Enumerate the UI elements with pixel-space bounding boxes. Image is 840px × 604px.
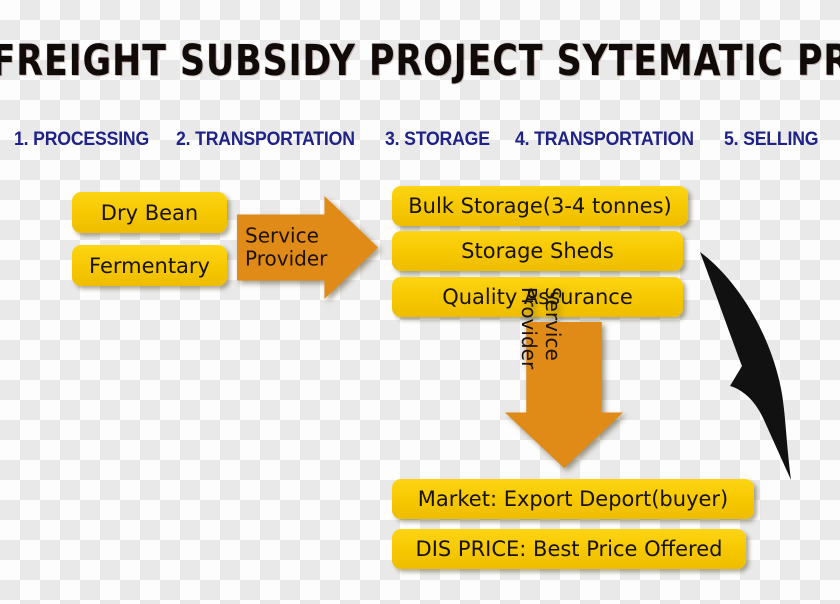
- box-storage-sheds[interactable]: Storage Sheds: [392, 231, 683, 271]
- process-steps-header: 1. PROCESSING 2. TRANSPORTATION 3. STORA…: [14, 129, 826, 151]
- curve-arrow-path: [700, 252, 791, 480]
- arrow-right-label: Service Provider: [245, 222, 328, 271]
- step-label-4: 4. TRANSPORTATION: [515, 129, 695, 150]
- step-label-1: 1. PROCESSING: [14, 129, 150, 150]
- box-bulk-storage[interactable]: Bulk Storage(3-4 tonnes): [392, 186, 688, 226]
- step-label-3: 3. STORAGE: [385, 129, 491, 150]
- arrow-service-provider-vertical[interactable]: Service Provider: [505, 287, 623, 468]
- box-market-export-deport[interactable]: Market: Export Deport(buyer): [392, 479, 754, 519]
- step-label-5: 5. SELLING: [724, 129, 819, 150]
- step-label-2: 2. TRANSPORTATION: [176, 129, 356, 150]
- box-quality-assurance[interactable]: Quality Assurance: [392, 277, 683, 317]
- curved-feedback-arrow: [700, 252, 791, 480]
- page-title: FREIGHT SUBSIDY PROJECT SYTEMATIC PROCED…: [0, 36, 840, 86]
- box-dry-bean[interactable]: Dry Bean: [72, 192, 227, 233]
- box-dis-price[interactable]: DIS PRICE: Best Price Offered: [392, 529, 746, 569]
- box-fermentary[interactable]: Fermentary: [72, 245, 227, 286]
- arrow-service-provider-horizontal[interactable]: Service Provider: [237, 196, 378, 299]
- arrow-down-label: Service Provider: [517, 286, 565, 370]
